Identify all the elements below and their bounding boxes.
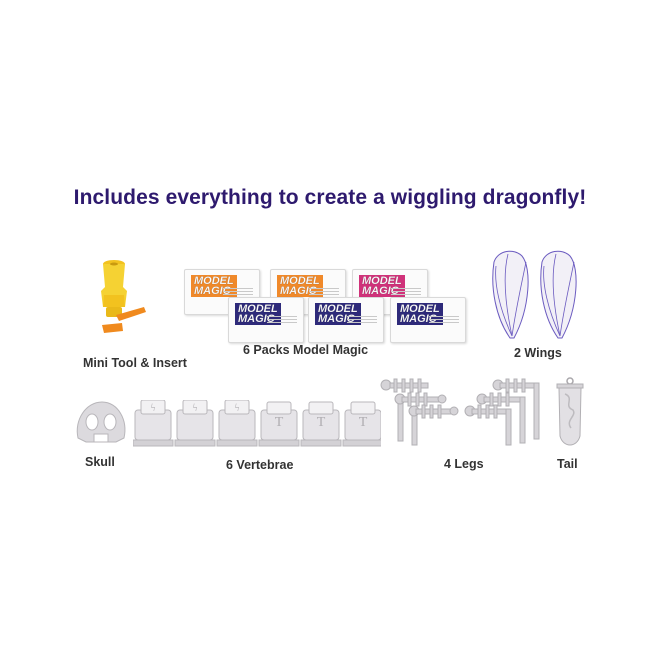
tail-icon (556, 377, 584, 446)
caption-skull: Skull (85, 455, 115, 469)
headline: Includes everything to create a wiggling… (73, 186, 587, 209)
wings-icon (492, 250, 577, 339)
vertebrae-icon: ϟ ϟ ϟ T T T (133, 400, 381, 447)
mini-tool-icon (101, 260, 146, 333)
svg-text:T: T (317, 415, 326, 430)
caption-legs: 4 Legs (444, 457, 484, 471)
svg-text:T: T (359, 415, 368, 430)
legs-icon (380, 378, 540, 446)
skull-icon (76, 401, 126, 443)
caption-wings: 2 Wings (514, 346, 562, 360)
caption-model-magic: 6 Packs Model Magic (243, 343, 369, 357)
caption-vertebrae: 6 Vertebrae (226, 458, 294, 472)
svg-text:ϟ: ϟ (151, 402, 156, 414)
svg-text:T: T (275, 415, 284, 430)
caption-tail: Tail (557, 457, 578, 471)
caption-mini-tool: Mini Tool & Insert (83, 356, 187, 370)
svg-text:ϟ: ϟ (193, 402, 198, 414)
svg-text:ϟ: ϟ (235, 402, 240, 414)
